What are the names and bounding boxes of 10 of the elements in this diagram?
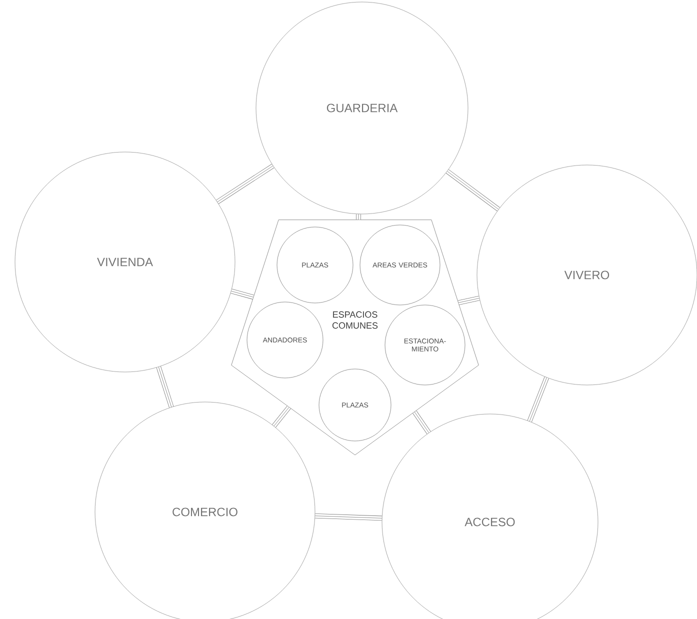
triple-line-connector xyxy=(314,513,382,521)
triple-line-connector xyxy=(527,376,549,422)
triple-line-connector xyxy=(216,164,274,204)
triple-line-connector xyxy=(446,169,500,212)
triple-line-connector xyxy=(458,296,480,306)
triple-line-connector xyxy=(230,288,254,300)
triple-line-connector xyxy=(356,214,361,220)
triple-line-connector xyxy=(412,410,431,434)
triple-line-connector xyxy=(156,366,174,408)
triple-line-connector xyxy=(272,406,291,428)
